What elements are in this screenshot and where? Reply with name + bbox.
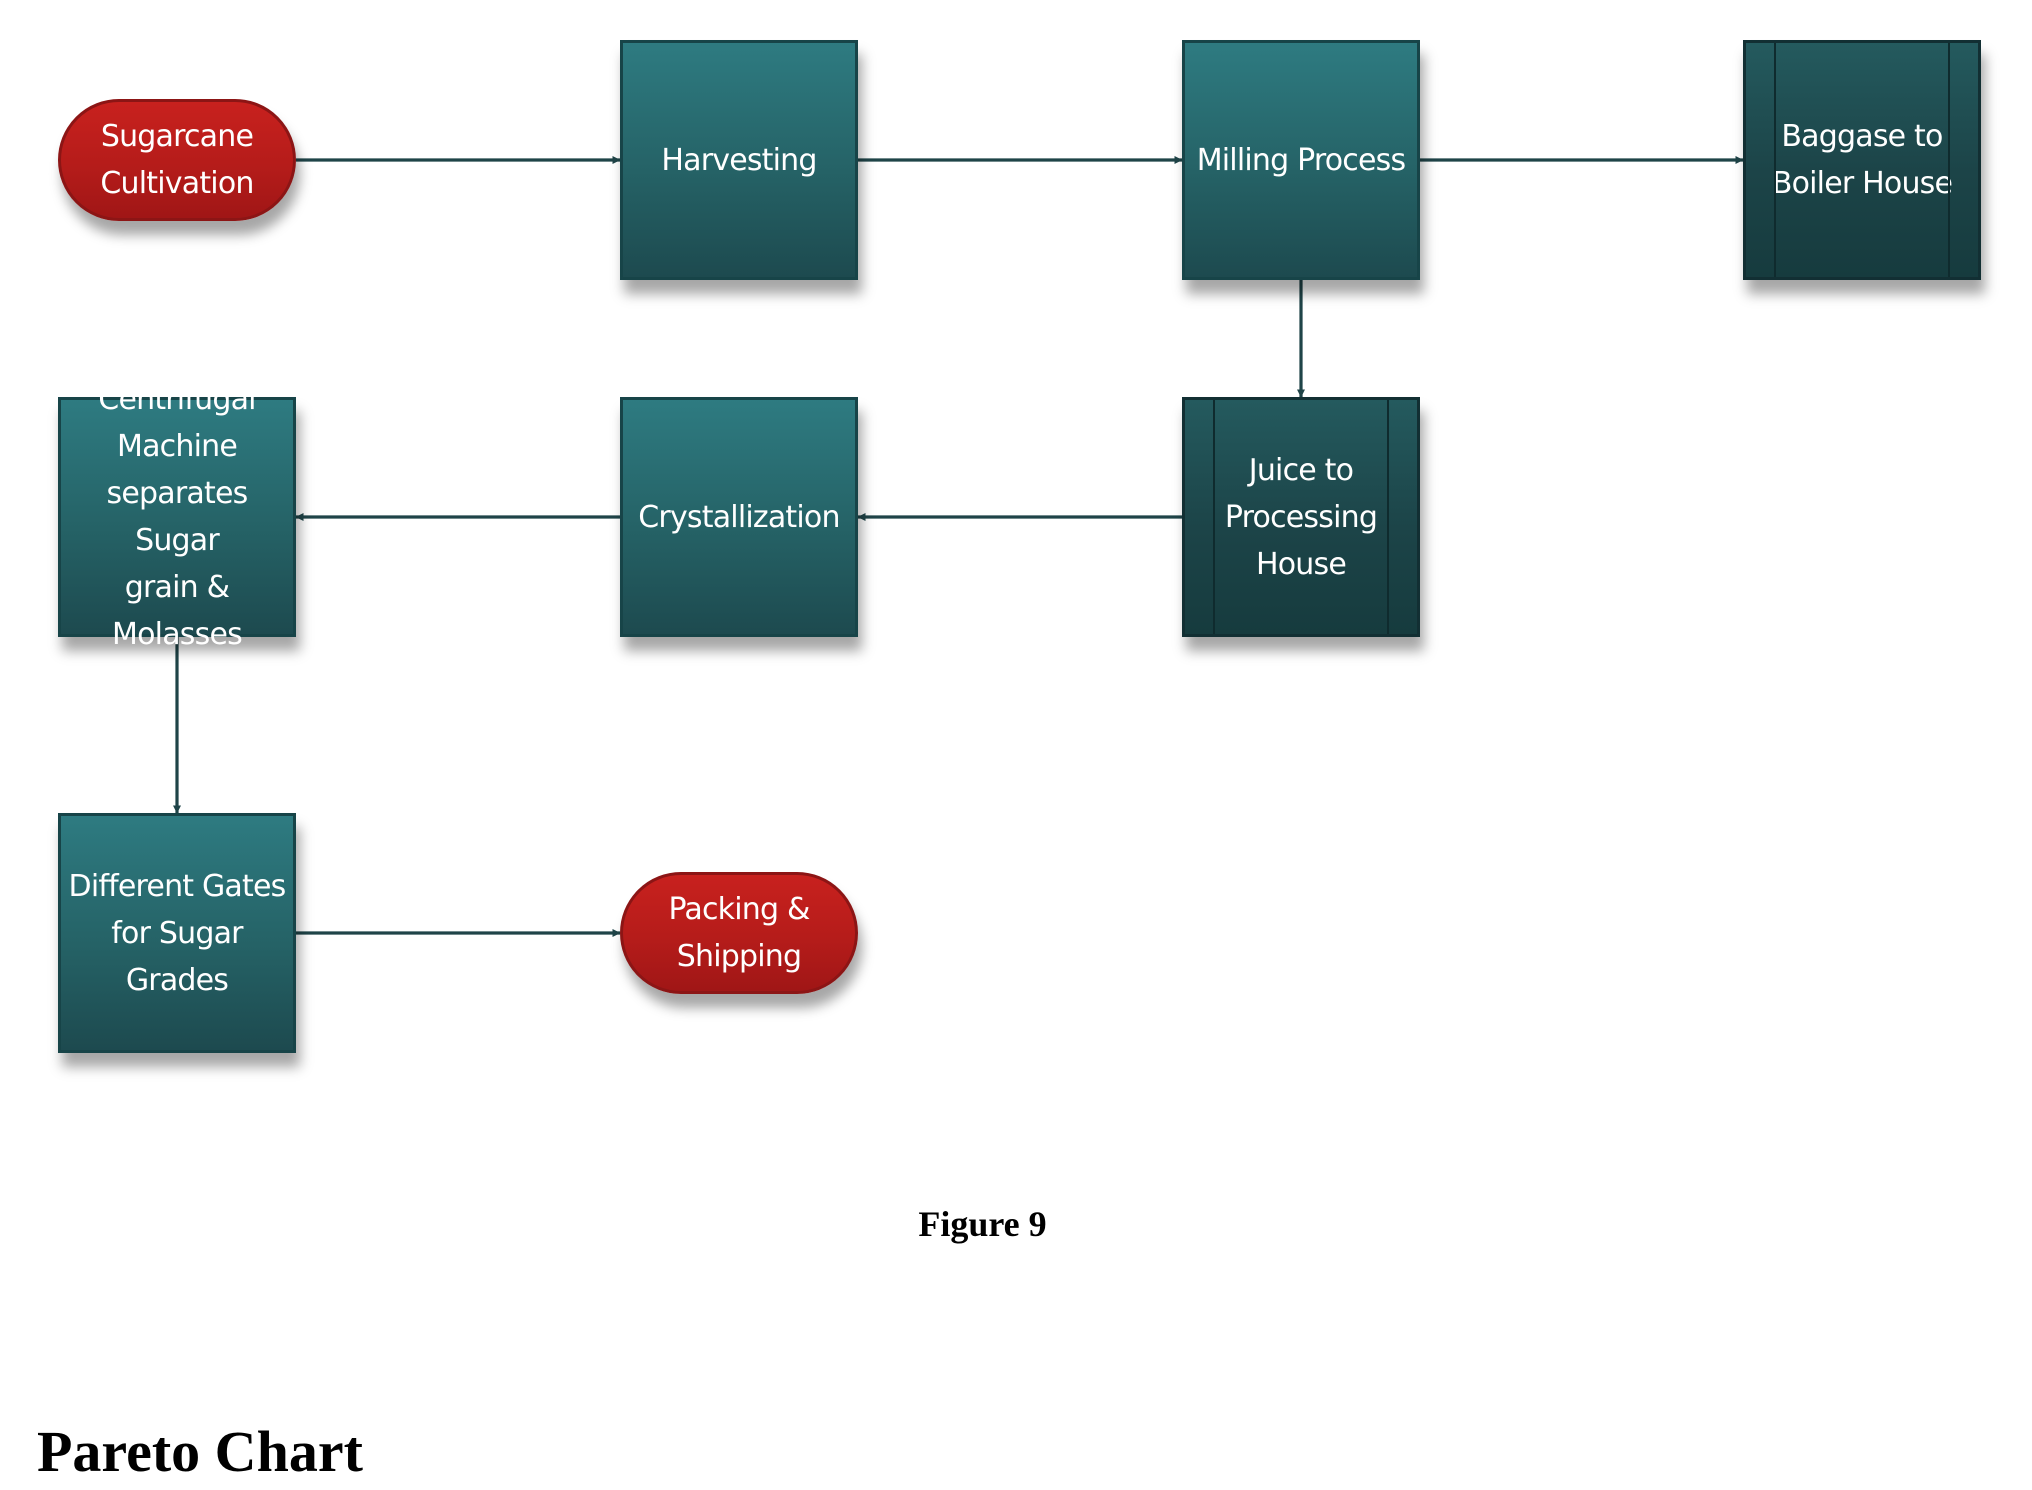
node-label: Juice to Processing House	[1224, 452, 1378, 582]
node-label: Baggase to Boiler House	[1771, 119, 1953, 201]
node-sugarcane-cultivation: Sugarcane Cultivation	[58, 99, 296, 221]
section-heading: Pareto Chart	[37, 1419, 363, 1484]
node-centrifugal-machine: Centrifugal Machine separates Sugar grai…	[58, 382, 296, 652]
node-label: Different Gates for Sugar Grades	[68, 868, 287, 998]
node-crystallization: Crystallization	[620, 397, 858, 637]
node-label: Harvesting	[661, 142, 817, 178]
node-milling-process: Milling Process	[1182, 40, 1420, 280]
node-label: Crystallization	[638, 499, 840, 535]
node-label: Packing & Shipping	[668, 892, 810, 974]
node-juice-to-processing-house: Juice to Processing House	[1182, 397, 1420, 637]
node-harvesting: Harvesting	[620, 40, 858, 280]
figure-caption: Figure 9	[918, 1204, 1047, 1244]
node-packing-shipping: Packing & Shipping	[620, 872, 858, 994]
node-baggase-to-boiler-house: Baggase to Boiler House	[1743, 40, 1981, 280]
node-different-gates: Different Gates for Sugar Grades	[58, 813, 296, 1053]
node-label: Centrifugal Machine separates Sugar grai…	[98, 382, 256, 652]
node-label: Sugarcane Cultivation	[100, 119, 254, 201]
node-label: Milling Process	[1196, 142, 1406, 178]
